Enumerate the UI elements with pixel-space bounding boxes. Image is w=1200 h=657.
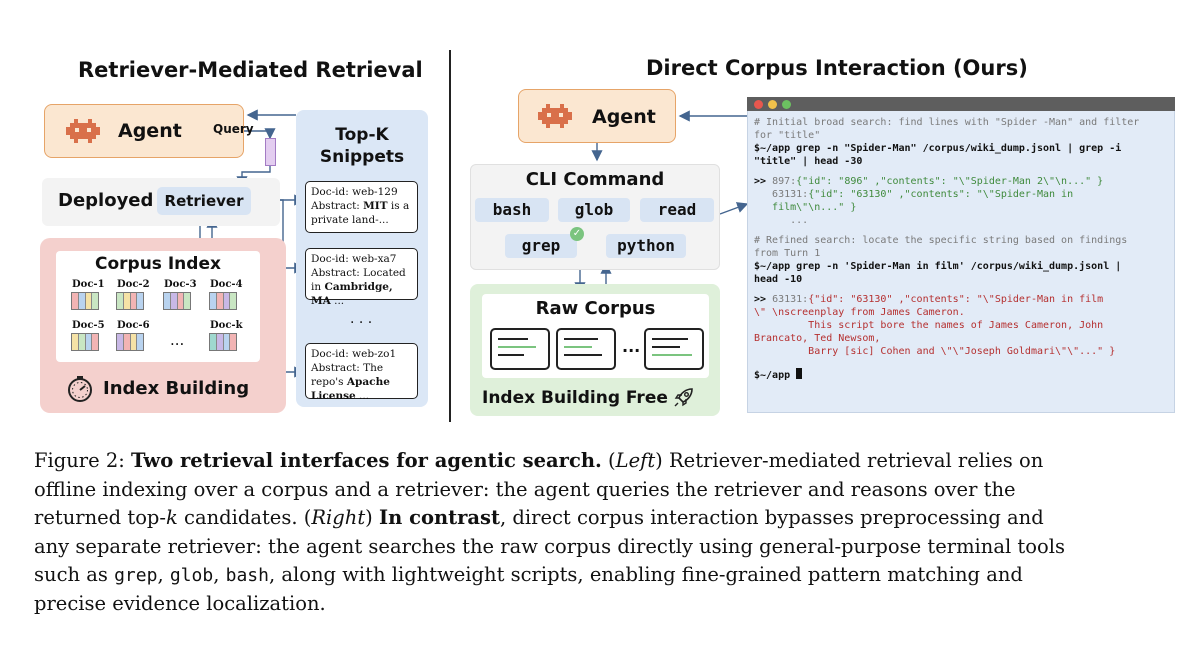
snippet-card: Doc-id: web-zo1 Abstract: The repo's Apa… <box>305 343 418 402</box>
doc-label: Doc-3 <box>164 279 197 290</box>
terminal-output: This script bore the names of James Came… <box>754 320 1104 331</box>
robot-icon <box>538 104 572 128</box>
terminal-title-bar <box>747 97 1175 111</box>
doc-embedding <box>71 333 99 351</box>
terminal-command: $~/app grep -n "Spider-Man" /corpus/wiki… <box>754 143 1122 154</box>
snippet-abstract: Abstract: The repo's Apache License ... <box>311 362 390 402</box>
terminal-output: \" \nscreenplay from James Cameron. <box>754 307 965 318</box>
topk-title: Top-K Snippets <box>296 124 428 168</box>
terminal-output: Brancato, Ted Newsom, <box>754 333 881 344</box>
doc-embedding <box>116 292 144 310</box>
query-label: Query <box>213 122 254 136</box>
doc-embedding <box>71 292 99 310</box>
terminal-window <box>747 97 1175 413</box>
doc-label: Doc-2 <box>117 279 150 290</box>
left-panel-title: Retriever-Mediated Retrieval <box>78 58 423 82</box>
deployed-label: Deployed <box>58 190 154 211</box>
snippet-id: Doc-id: web-129 <box>311 186 398 198</box>
document-icon <box>556 328 616 370</box>
doc-embedding <box>209 333 237 351</box>
caption-line: precise evidence localization. <box>34 591 326 615</box>
command-python: python <box>606 234 686 258</box>
snippet-abstract: Abstract: MIT is a private land-... <box>311 200 410 226</box>
check-icon: ✓ <box>570 227 584 241</box>
doc-embedding <box>116 333 144 351</box>
command-bash: bash <box>475 198 549 222</box>
terminal-command: "title" | head -30 <box>754 156 863 167</box>
snippet-abstract: Abstract: Located in Cambridge, MA ... <box>311 267 406 307</box>
terminal-command: $~/app grep -n 'Spider-Man in film' /cor… <box>754 261 1122 272</box>
panel-divider <box>449 50 451 422</box>
terminal-output: Barry [sic] Cohen and \"\"Joseph Goldmar… <box>754 346 1116 357</box>
query-vector <box>265 138 276 166</box>
close-dot-icon <box>754 100 763 109</box>
right-agent-label: Agent <box>592 106 656 128</box>
caption-line: such as grep, glob, bash, along with lig… <box>34 563 1023 586</box>
maximize-dot-icon <box>782 100 791 109</box>
terminal-content: # Initial broad search: find lines with … <box>754 116 1139 382</box>
terminal-comment: from Turn 1 <box>754 248 821 259</box>
snippet-ellipsis: · · · <box>350 315 373 331</box>
snippet-card: Doc-id: web-xa7 Abstract: Located in Cam… <box>305 248 418 307</box>
rocket-icon <box>674 388 693 407</box>
doc-label: Doc-k <box>210 320 243 331</box>
left-agent-label: Agent <box>118 120 182 142</box>
minimize-dot-icon <box>768 100 777 109</box>
caption-line: offline indexing over a corpus and a ret… <box>34 477 1016 501</box>
index-free-label: Index Building Free <box>482 388 668 408</box>
figure-caption: Figure 2: Two retrieval interfaces for a… <box>34 447 1174 618</box>
document-icon <box>644 328 704 370</box>
terminal-output: film\"\n..." } <box>754 202 857 213</box>
snippet-id: Doc-id: web-zo1 <box>311 348 397 360</box>
command-grep: grep <box>505 234 577 258</box>
snippet-id: Doc-id: web-xa7 <box>311 253 397 265</box>
terminal-comment: for "title" <box>754 130 821 141</box>
document-icon <box>490 328 550 370</box>
cursor-icon <box>796 368 803 379</box>
terminal-output: 63131:{"id": "63130" ,"contents": "\"Spi… <box>754 189 1074 200</box>
cli-title: CLI Command <box>525 169 665 190</box>
caption-line: returned top-k candidates. (Right) In co… <box>34 506 1044 529</box>
stopwatch-icon <box>68 376 92 402</box>
robot-icon <box>66 119 100 143</box>
index-building-label: Index Building <box>103 378 250 399</box>
raw-corpus-ellipsis: ... <box>622 337 641 356</box>
doc-embedding <box>163 292 191 310</box>
terminal-output: ... <box>754 215 809 226</box>
doc-label: Doc-4 <box>210 279 243 290</box>
doc-label: Doc-5 <box>72 320 105 331</box>
topk-title-line1: Top-K <box>335 125 389 145</box>
terminal-output: >> 897:{"id": "896" ,"contents": "\"Spid… <box>754 176 1104 187</box>
terminal-command: head -10 <box>754 274 803 285</box>
retriever-pill: Retriever <box>157 187 251 215</box>
caption-line: any separate retriever: the agent search… <box>34 534 1065 558</box>
terminal-comment: # Initial broad search: find lines with … <box>754 117 1140 128</box>
left-agent-box <box>44 104 244 158</box>
doc-embedding <box>209 292 237 310</box>
corpus-index-title: Corpus Index <box>95 254 221 274</box>
command-read: read <box>640 198 714 222</box>
terminal-output: >> 63131:{"id": "63130" ,"contents": "\"… <box>754 294 1104 305</box>
caption-line: Figure 2: Two retrieval interfaces for a… <box>34 449 1044 472</box>
right-panel-title: Direct Corpus Interaction (Ours) <box>646 56 1028 80</box>
doc-label: Doc-6 <box>117 320 150 331</box>
index-ellipsis: ... <box>170 331 185 349</box>
doc-label: Doc-1 <box>72 279 105 290</box>
topk-title-line2: Snippets <box>319 147 405 167</box>
snippet-card: Doc-id: web-129 Abstract: MIT is a priva… <box>305 181 418 233</box>
raw-corpus-title: Raw Corpus <box>535 298 656 319</box>
terminal-comment: # Refined search: locate the specific st… <box>754 235 1128 246</box>
command-glob: glob <box>558 198 630 222</box>
terminal-prompt[interactable]: $~/app <box>754 368 1139 382</box>
